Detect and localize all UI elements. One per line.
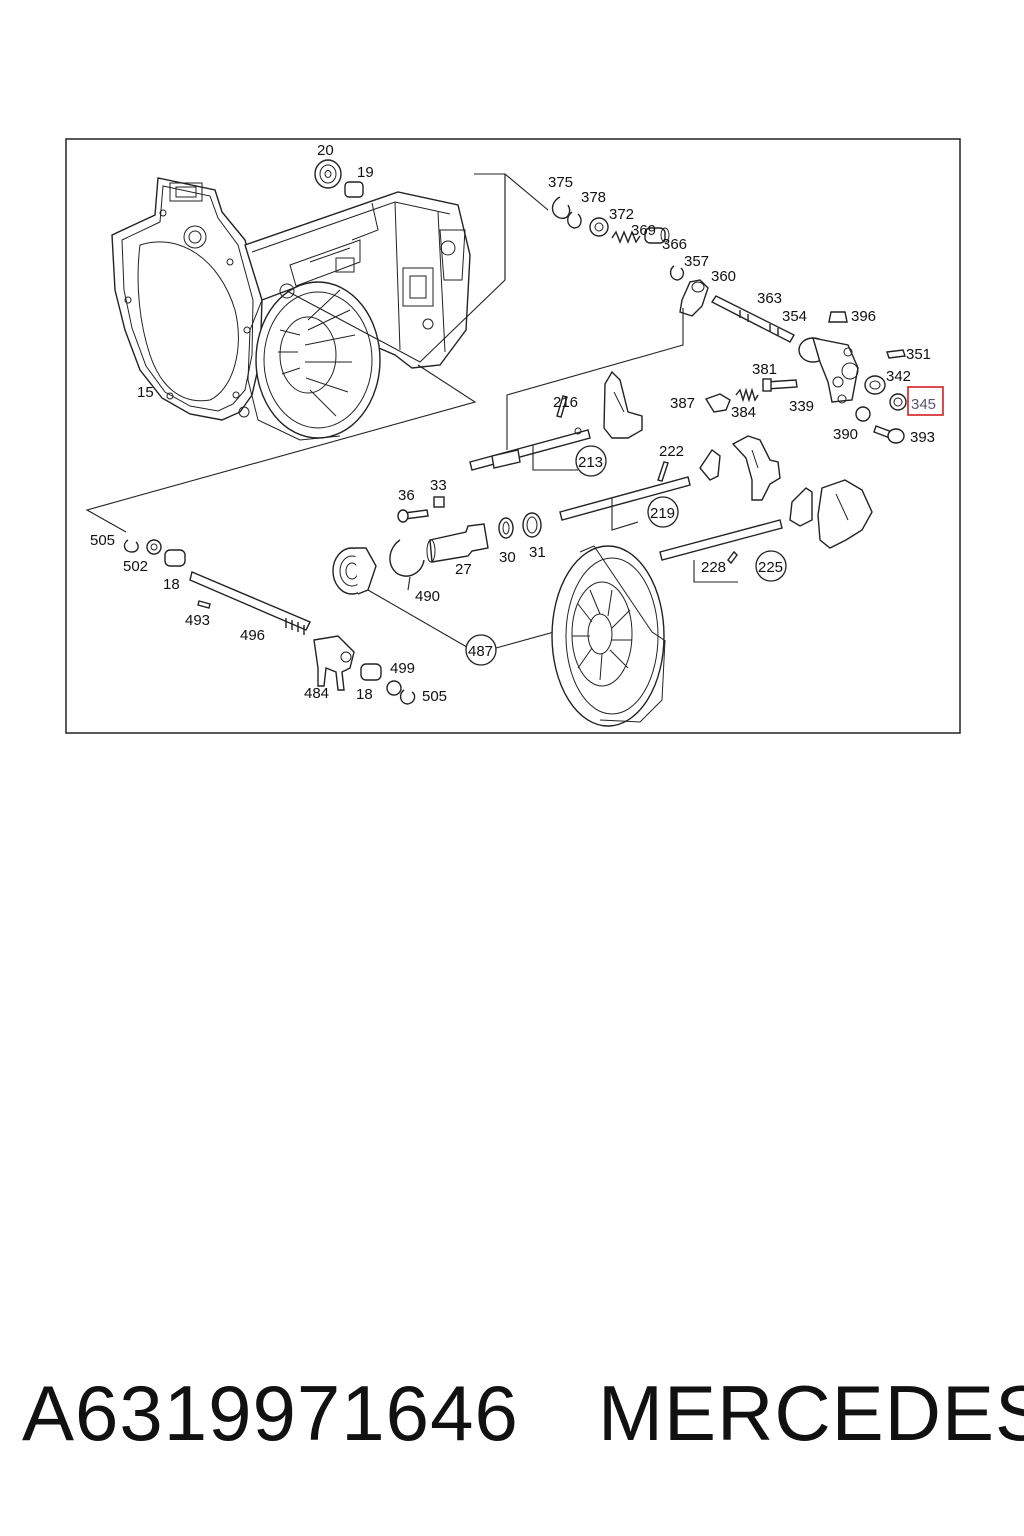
group-225-bubble (755, 550, 787, 582)
highlight-box-345 (907, 386, 944, 416)
callout-222: 222 (659, 443, 684, 460)
callout-360: 360 (711, 268, 736, 285)
callout-342: 342 (886, 368, 911, 385)
shift-rod-213-group (469, 370, 643, 471)
callout-502: 502 (123, 558, 148, 575)
callout-18-upper: 18 (163, 576, 180, 593)
callout-372: 372 (609, 206, 634, 223)
parts-top-right (314, 159, 907, 444)
callout-345: 345 (911, 396, 936, 413)
callout-33: 33 (430, 477, 447, 494)
callout-labels: 20 19 375 378 372 369 366 357 360 363 35… (90, 142, 936, 705)
callout-496: 496 (240, 627, 265, 644)
callout-484: 484 (304, 685, 329, 702)
callout-216: 216 (553, 394, 578, 411)
callout-30: 30 (499, 549, 516, 566)
callout-366: 366 (662, 236, 687, 253)
shift-rod-225-group (659, 479, 873, 565)
callout-31: 31 (529, 544, 546, 561)
callout-339: 339 (789, 398, 814, 415)
callout-505-upper: 505 (90, 532, 115, 549)
callout-387: 387 (670, 395, 695, 412)
callout-36: 36 (398, 487, 415, 504)
callout-19: 19 (357, 164, 374, 181)
callout-493: 493 (185, 612, 210, 629)
group-487-label: 487 (468, 643, 493, 660)
group-213-label: 213 (578, 454, 603, 471)
brand-text: MERCEDES (598, 1369, 1024, 1457)
callout-396: 396 (851, 308, 876, 325)
group-213-bubble (575, 445, 607, 477)
diagram-border (65, 138, 961, 734)
callout-369: 369 (631, 222, 656, 239)
callout-18-lower: 18 (356, 686, 373, 703)
group-225-label: 225 (758, 559, 783, 576)
group-bubbles: 213 219 225 487 (465, 445, 787, 666)
callout-384: 384 (731, 404, 756, 421)
callout-357: 357 (684, 253, 709, 270)
parts-lower-left (123, 539, 416, 705)
callout-351: 351 (906, 346, 931, 363)
callout-390: 390 (833, 426, 858, 443)
shift-rod-219-group (559, 435, 781, 521)
group-219-bubble (647, 496, 679, 528)
callout-27: 27 (455, 561, 472, 578)
leader-housing-lower (85, 364, 477, 533)
callout-15: 15 (137, 384, 154, 401)
group-219-label: 219 (650, 505, 675, 522)
clutch-pressure-plate (551, 545, 666, 727)
callout-499: 499 (390, 660, 415, 677)
callout-381: 381 (752, 361, 777, 378)
callout-378: 378 (581, 189, 606, 206)
caption-bar: A6319971646 MERCEDES (0, 1368, 1024, 1478)
callout-505-lower: 505 (422, 688, 447, 705)
callout-393: 393 (910, 429, 935, 446)
callout-363: 363 (757, 290, 782, 307)
transmission-housing (111, 177, 471, 441)
group-487-bubble (465, 634, 497, 666)
callout-354: 354 (782, 308, 807, 325)
callout-375: 375 (548, 174, 573, 191)
callout-20: 20 (317, 142, 334, 159)
callout-490: 490 (415, 588, 440, 605)
part-number-text: A6319971646 (22, 1369, 519, 1457)
clutch-parts (332, 496, 542, 595)
callout-228: 228 (701, 559, 726, 576)
